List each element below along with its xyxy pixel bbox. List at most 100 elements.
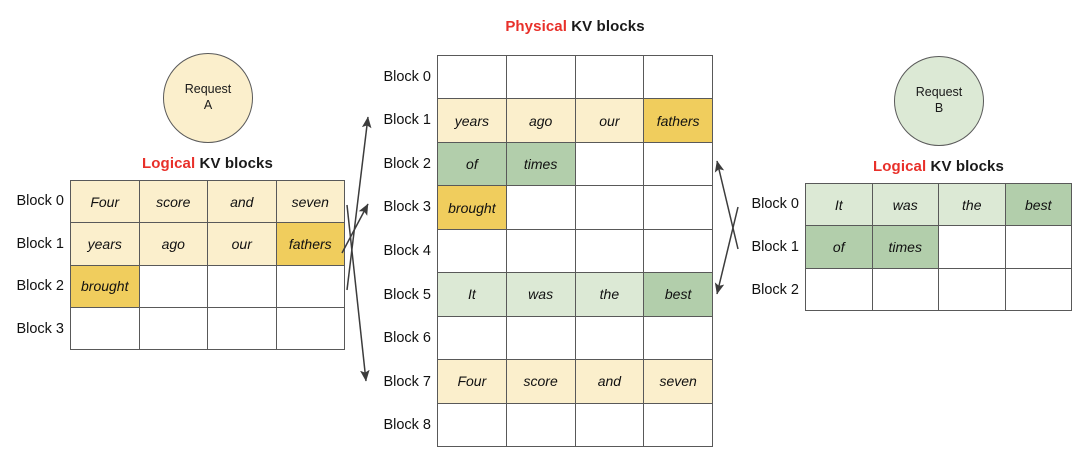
logical-b-cell-r1-c2 (939, 226, 1006, 269)
logical-b-title-accent: Logical (873, 158, 927, 175)
logical-a-row-label-2: Block 2 (16, 278, 64, 295)
logical-b-cell-r2-c0 (806, 268, 873, 311)
logical-b-row-label-1: Block 1 (751, 239, 799, 255)
logical-b-cell-r2-c3 (1005, 268, 1072, 311)
arrow-logical-b-block1-to-physical-block2 (714, 160, 739, 250)
logical-a-cell-r2-c2 (208, 265, 277, 308)
logical-a-cell-r1-c2: our (208, 223, 277, 266)
physical-cell-r2-c1: times (506, 142, 576, 187)
physical-cell-r3-c0: brought (438, 186, 507, 230)
physical-cell-r8-c1 (506, 403, 576, 447)
logical-a-cell-r0-c2: and (208, 181, 277, 224)
physical-cell-r0-c2 (575, 56, 645, 100)
logical-b-cell-r0-c2: the (939, 184, 1006, 227)
request-a-node: Request A (163, 53, 253, 143)
physical-cell-r8-c2 (575, 403, 645, 447)
logical-b-cell-r1-c3 (1005, 226, 1072, 269)
logical-b-kv-blocks-title: Logical KV blocks (805, 158, 1072, 175)
physical-row-label-8: Block 8 (383, 417, 431, 434)
physical-cell-r1-c1: ago (506, 99, 576, 143)
arrow-logical-a-block1-to-physical-block1 (346, 116, 372, 291)
physical-row-label-3: Block 3 (383, 199, 431, 216)
physical-cell-r1-c0: years (438, 99, 507, 143)
physical-cell-r3-c1 (506, 186, 576, 230)
physical-cell-r4-c1 (506, 229, 576, 274)
logical-b-cell-r0-c3: best (1005, 184, 1072, 227)
physical-cell-r0-c0 (438, 56, 507, 100)
logical-b-row-label-0: Block 0 (751, 196, 799, 213)
logical-a-title-rest: KV blocks (195, 155, 273, 172)
physical-cell-r2-c3 (644, 142, 713, 187)
logical-a-cell-r3-c2 (208, 307, 277, 350)
logical-a-cell-r2-c0: brought (71, 265, 140, 308)
physical-cell-r3-c3 (644, 186, 713, 230)
arrow-logical-a-block0-to-physical-block7 (346, 204, 370, 382)
physical-cell-r7-c3: seven (644, 360, 713, 404)
logical-b-row-label-2: Block 2 (751, 281, 799, 298)
physical-cell-r4-c3 (644, 229, 713, 274)
logical-b-cell-r0-c1: was (872, 184, 939, 227)
arrow-logical-b-block0-to-physical-block5 (714, 206, 739, 295)
logical-a-cell-r1-c1: ago (139, 223, 208, 266)
physical-row-label-4: Block 4 (383, 243, 431, 259)
physical-cell-r5-c0: It (438, 273, 507, 317)
logical-a-cell-r3-c1 (139, 307, 208, 350)
request-a-label-line2: A (203, 98, 213, 112)
logical-b-cell-r0-c0: It (806, 184, 873, 227)
request-a-label-line1: Request (184, 82, 232, 97)
physical-cell-r5-c3: best (644, 273, 713, 317)
logical-a-cell-r3-c0 (71, 307, 140, 350)
logical-a-cell-r2-c1 (139, 265, 208, 308)
physical-cell-r2-c2 (575, 142, 645, 187)
logical-b-cell-r2-c2 (939, 268, 1006, 311)
physical-title-accent: Physical (505, 18, 567, 35)
logical-a-cell-r1-c0: years (71, 223, 140, 266)
physical-cell-r2-c0: of (438, 142, 507, 187)
physical-cell-r0-c3 (644, 56, 713, 100)
logical-b-cell-r2-c1 (872, 268, 939, 311)
physical-cell-r7-c1: score (506, 360, 576, 404)
physical-cell-r3-c2 (575, 186, 645, 230)
physical-row-label-7: Block 7 (383, 373, 431, 390)
request-b-label-line2: B (934, 101, 944, 115)
physical-row-label-5: Block 5 (383, 286, 431, 303)
physical-row-label-0: Block 0 (383, 68, 431, 85)
physical-cell-r6-c2 (575, 316, 645, 361)
logical-a-cell-r1-c3: fathers (276, 223, 345, 266)
physical-cell-r8-c3 (644, 403, 713, 447)
logical-b-title-rest: KV blocks (926, 158, 1004, 175)
physical-cell-r6-c3 (644, 316, 713, 361)
request-b-node: Request B (894, 56, 984, 146)
physical-row-label-2: Block 2 (383, 155, 431, 172)
logical-b-cell-r1-c1: times (872, 226, 939, 269)
physical-cell-r5-c1: was (506, 273, 576, 317)
physical-cell-r6-c1 (506, 316, 576, 361)
logical-a-row-label-1: Block 1 (16, 235, 64, 252)
physical-cell-r5-c2: the (575, 273, 645, 317)
physical-title-rest: KV blocks (566, 18, 645, 35)
physical-cell-r1-c3: fathers (644, 99, 713, 143)
physical-cell-r8-c0 (438, 403, 507, 447)
physical-row-label-1: Block 1 (383, 112, 431, 129)
physical-cell-r1-c2: our (575, 99, 645, 143)
logical-a-row-label-3: Block 3 (16, 320, 64, 337)
logical-b-cell-r1-c0: of (806, 226, 873, 269)
logical-a-title-accent: Logical (142, 155, 196, 172)
physical-kv-blocks-title: Physical KV blocks (437, 18, 713, 35)
arrow-logical-a-block2-to-physical-block3 (341, 203, 369, 254)
logical-a-cell-r3-c3 (276, 307, 345, 350)
physical-row-label-6: Block 6 (383, 330, 431, 347)
physical-cell-r4-c2 (575, 229, 645, 274)
physical-cell-r7-c2: and (575, 360, 645, 404)
logical-a-cell-r0-c3: seven (276, 181, 345, 224)
logical-a-cell-r2-c3 (276, 265, 345, 308)
physical-cell-r6-c0 (438, 316, 507, 361)
logical-a-row-label-0: Block 0 (16, 193, 64, 210)
physical-cell-r7-c0: Four (438, 360, 507, 404)
logical-a-kv-blocks-title: Logical KV blocks (70, 155, 345, 172)
logical-a-cell-r0-c1: score (139, 181, 208, 224)
